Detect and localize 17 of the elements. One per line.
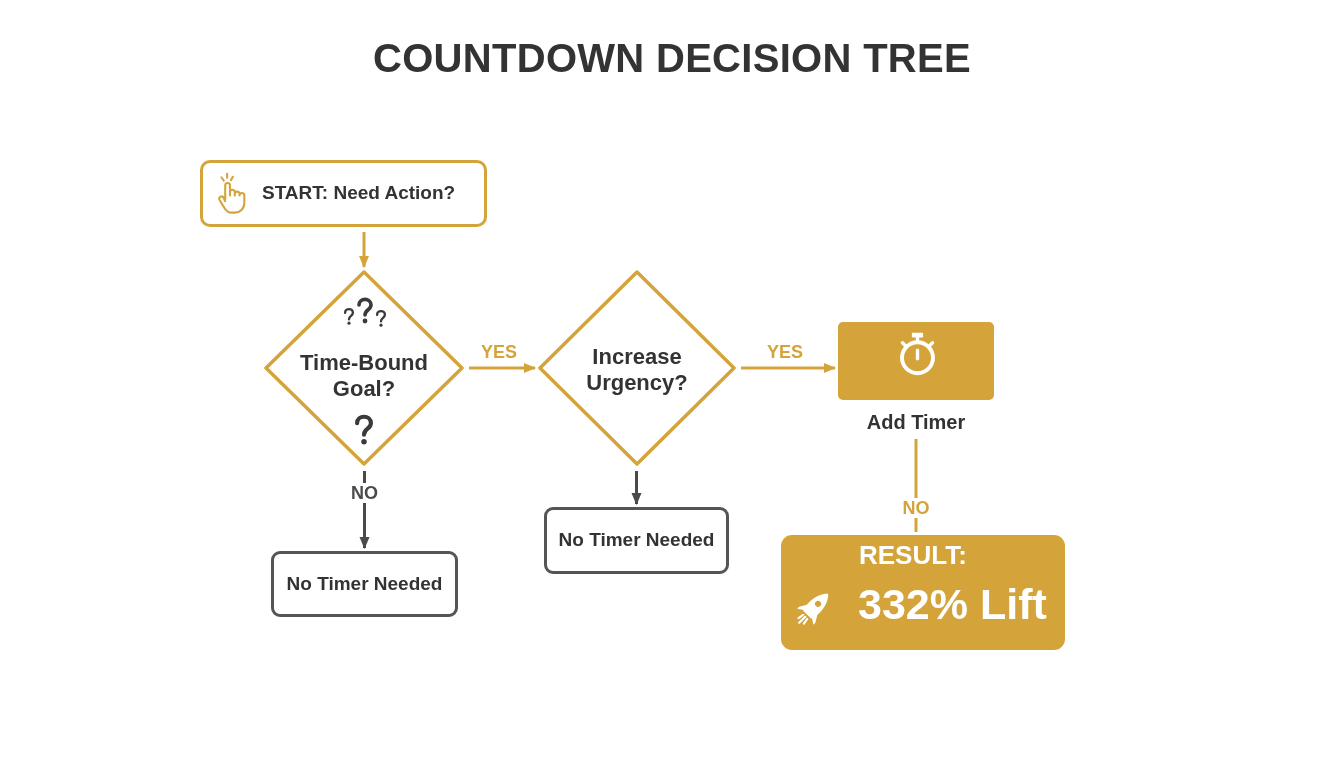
title: COUNTDOWN DECISION TREE — [373, 36, 971, 80]
result-heading: RESULT: — [859, 542, 967, 568]
start-box — [200, 160, 487, 227]
node-label: START: Need Action? — [262, 182, 456, 205]
node-label: Add Timer — [866, 410, 966, 434]
arrow — [359, 232, 369, 268]
process-box — [271, 551, 458, 617]
result-value: 332% Lift — [858, 583, 1047, 626]
result-box — [781, 535, 1065, 650]
arrow — [469, 363, 536, 373]
arrow — [741, 363, 836, 373]
process-box — [544, 507, 729, 574]
node-label: No Timer Needed — [286, 572, 443, 596]
arrow — [631, 471, 642, 505]
node-label: Increase Urgency? — [585, 344, 689, 397]
node-label: Time-Bound Goal? — [299, 350, 429, 403]
node-label: No Timer Needed — [558, 529, 715, 552]
